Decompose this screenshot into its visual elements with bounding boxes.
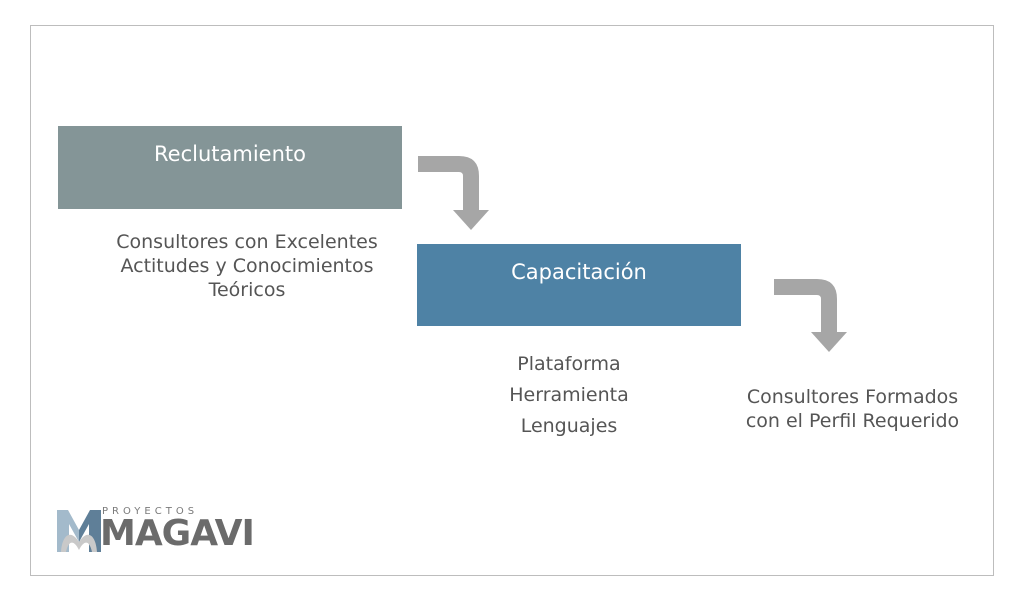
description-line: Herramienta (509, 384, 629, 406)
bent-arrow-down-right-icon (774, 279, 847, 352)
description-line: Lenguajes (520, 415, 618, 437)
description-line: Consultores Formados (746, 386, 959, 408)
capacitacion-description: Plataforma Herramienta Lenguajes (469, 349, 669, 442)
logo-subtitle: PROYECTOS (102, 506, 199, 517)
step-reclutamiento-title: Reclutamiento (154, 142, 306, 166)
step-reclutamiento-box: Reclutamiento (58, 126, 402, 209)
logo-wordmark: MAGAVI (100, 513, 255, 554)
description-line: Actitudes y Conocimientos (120, 255, 374, 277)
resultado-description: Consultores Formados con el Perfil Reque… (725, 385, 980, 433)
description-line: con el Perfil Requerido (745, 410, 960, 432)
step-capacitacion-box: Capacitación (417, 244, 741, 326)
magavi-m-logo-icon (57, 510, 101, 552)
description-line: Consultores con Excelentes (116, 231, 378, 253)
magavi-logo: PROYECTOS MAGAVI (56, 506, 261, 554)
reclutamiento-description: Consultores con Excelentes Actitudes y C… (58, 230, 436, 302)
description-line: Teóricos (208, 279, 286, 301)
step-capacitacion-title: Capacitación (511, 260, 647, 284)
bent-arrow-down-right-icon (418, 156, 489, 230)
description-line: Plataforma (517, 353, 621, 375)
